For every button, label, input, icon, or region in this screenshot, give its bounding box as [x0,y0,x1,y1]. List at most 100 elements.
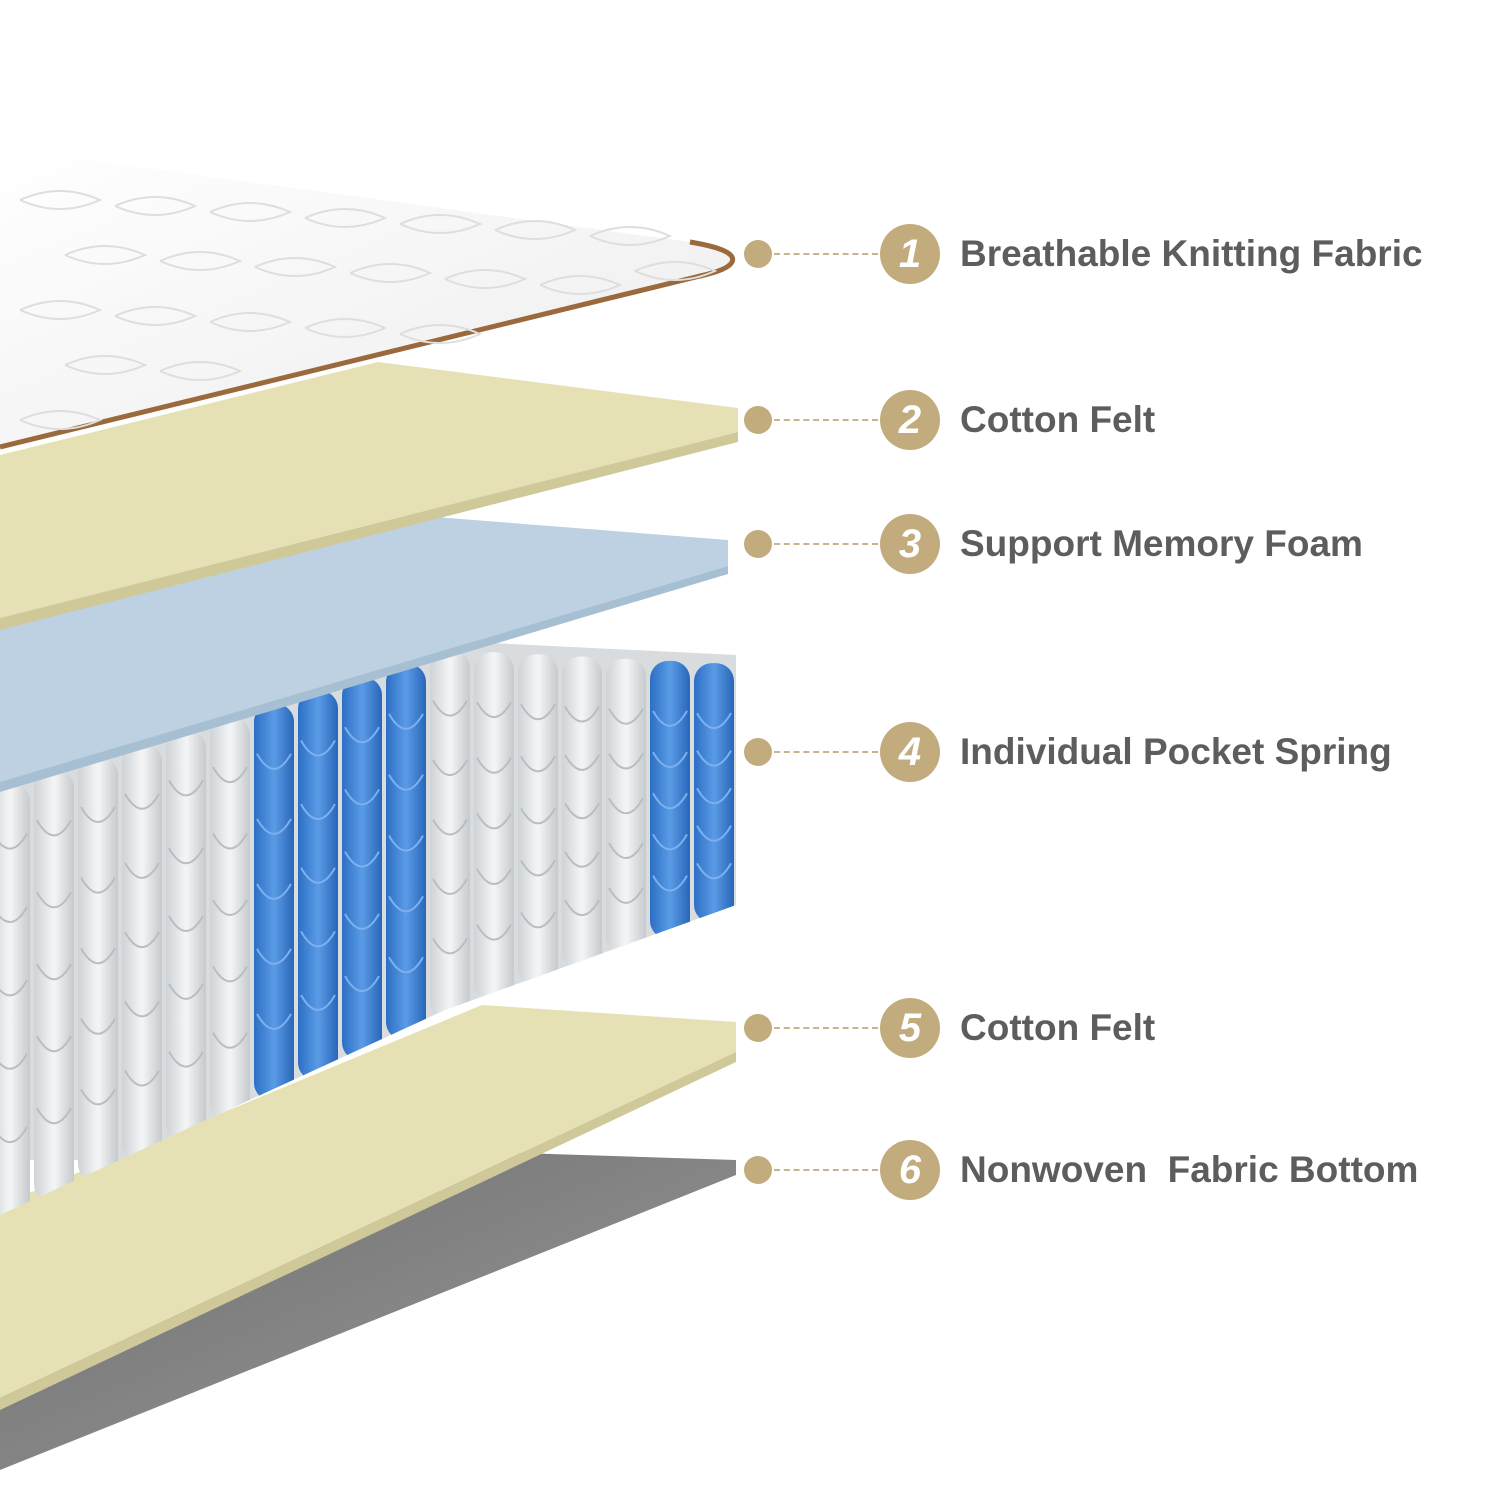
spring-pocket-blue [342,677,382,1061]
layer-number-badge: 2 [880,390,940,450]
spring-stitch [80,1088,116,1106]
spring-stitch [564,899,600,917]
quilt-stitch [159,251,243,271]
spring-stitch [212,899,248,916]
spring-stitch [168,779,204,797]
spring-stitch [564,706,600,723]
spring-stitch [36,963,72,981]
layer-cotton-felt-upper [0,362,738,618]
spring-stitch [80,947,116,965]
layer-cotton-felt-upper-edge [0,432,738,630]
spring-stitch [212,1032,248,1049]
dashed-leader-line [774,543,878,545]
spring-stitch [0,833,28,850]
spring-pocket-white [166,730,206,1142]
spring-stitch [608,797,644,815]
spring-stitch [476,701,512,719]
spring-stitch [432,700,468,717]
spring-pocket-white [606,658,646,955]
spring-stitch [344,851,380,868]
spring-stitch [652,833,688,851]
spring-stitch [476,868,512,885]
spring-stitch [80,806,116,823]
spring-stitch [652,875,688,892]
spring-stitch [388,956,424,974]
spring-stitch [520,859,556,877]
dashed-leader-line [774,1027,878,1029]
spring-stitch [168,847,204,865]
quilt-stitch [19,410,103,430]
spring-stitch [0,1053,28,1070]
layer-number-badge: 1 [880,224,940,284]
spring-stitch [564,754,600,771]
connector-dot [744,530,772,558]
spring-pocket-blue [254,703,294,1101]
spring-stitch [476,924,512,941]
spring-stitch [344,726,380,744]
spring-stitch [124,793,160,810]
spring-stitch [696,712,732,730]
spring-stitch [564,802,600,820]
layer-number-badge: 3 [880,514,940,574]
spring-stitch [388,895,424,913]
spring-stitch [0,906,28,923]
dashed-leader-line [774,253,878,255]
spring-stitch [36,891,72,909]
cover-quilting [19,190,718,430]
quilt-stitch [64,355,148,375]
quilt-stitch [114,196,198,216]
spring-stitch [300,930,336,948]
layer-label-6: 6 Nonwoven Fabric Bottom [744,1138,1418,1202]
spring-stitch [476,812,512,830]
quilt-stitch [399,324,483,344]
spring-pocket-blue [298,690,338,1081]
spring-stitch [80,877,116,894]
quilt-stitch [304,318,388,338]
layer-label-text: Nonwoven Fabric Bottom [960,1149,1419,1190]
spring-stitch [432,878,468,895]
connector-dot [744,240,772,268]
quilt-stitch [209,202,293,222]
spring-stitch [300,867,336,884]
spring-pocket-white [210,717,250,1122]
spring-pocket-white [474,652,514,1003]
layer-number-badge: 4 [880,722,940,782]
spring-stitch [520,755,556,773]
spring-stitch [168,915,204,933]
layer-number-badge: 5 [880,998,940,1058]
spring-stitch [432,759,468,777]
quilt-stitch [304,208,388,228]
spring-pocket-white [518,654,558,987]
layer-memory-foam-edge [0,566,728,792]
spring-stitch [300,994,336,1011]
quilt-stitch [64,245,148,265]
quilt-stitch [399,214,483,234]
connector-dot [744,406,772,434]
spring-stitch [36,1035,72,1053]
spring-pocket-blue [386,663,426,1041]
quilt-stitch [19,190,103,210]
quilt-stitch [254,257,338,277]
layer-knitting-fabric [0,148,733,450]
spring-stitch [168,983,204,1000]
quilt-stitch [159,361,243,381]
spring-pocket-white [562,656,602,971]
layer-cotton-felt-lower [0,1005,736,1398]
spring-stitch [36,1107,72,1125]
spring-pocket-white [78,757,118,1182]
spring-stitch [520,703,556,721]
spring-pocket-white [122,743,162,1162]
spring-stitch [212,965,248,983]
layer-label-3: 3 Support Memory Foam [744,512,1363,576]
quilt-stitch [209,312,293,332]
spring-stitch [168,1051,204,1068]
spring-pocket-blue [694,663,734,923]
quilt-stitch [634,261,718,281]
spring-stitch [124,1070,160,1087]
spring-stitch [344,788,380,806]
spring-stitch [256,1013,292,1030]
quilt-stitch [444,269,528,289]
spring-stitch [608,887,644,904]
layer-label-4: 4 Individual Pocket Spring [744,720,1392,784]
